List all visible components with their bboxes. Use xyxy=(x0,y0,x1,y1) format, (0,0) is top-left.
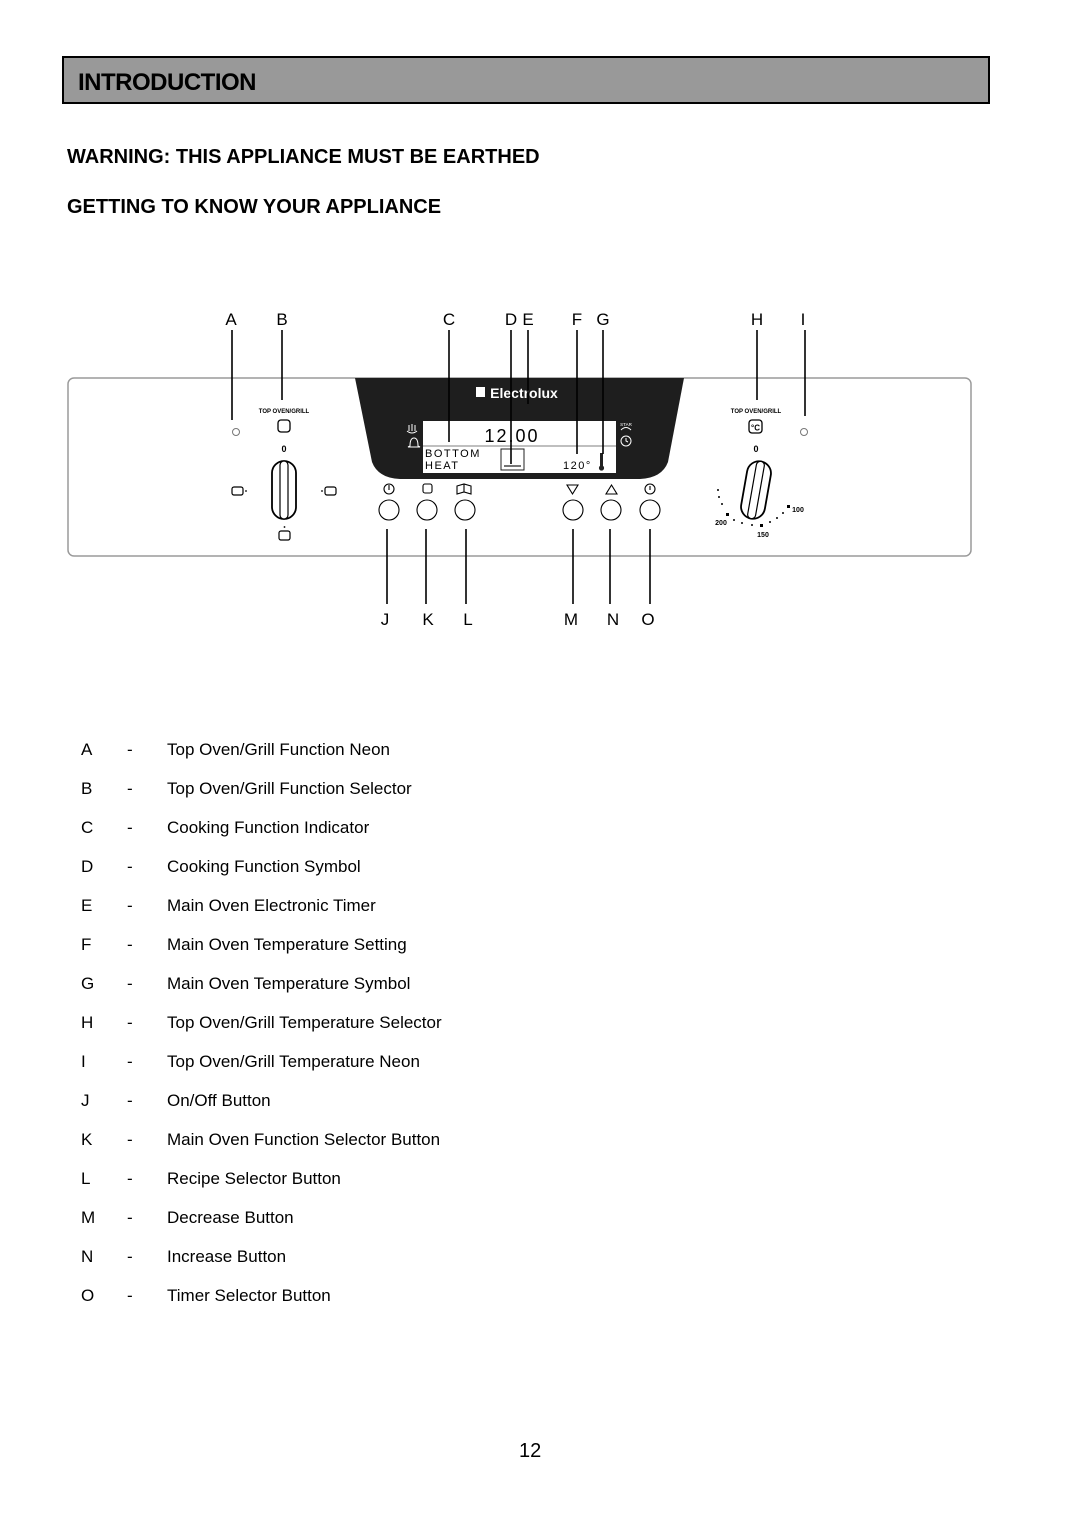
brand-mark-icon xyxy=(476,387,485,397)
function-selector-button[interactable] xyxy=(416,499,438,521)
temperature-celsius-icon xyxy=(748,419,763,434)
bottom-callout-lines xyxy=(386,529,651,604)
increase-icon xyxy=(605,483,618,495)
alarm-bell-icon xyxy=(407,437,421,448)
callout-letter-a: A xyxy=(225,310,237,329)
callout-letter-c: C xyxy=(443,310,455,329)
callout-letter-f: F xyxy=(572,310,582,329)
left-knob-title: TOP OVEN/GRILL xyxy=(259,409,310,415)
top-oven-function-icon xyxy=(277,419,291,433)
function-selector-icon xyxy=(422,483,433,494)
top-callout-lines xyxy=(231,330,806,464)
callout-letter-e: E xyxy=(522,310,533,329)
page-number: 12 xyxy=(519,1440,542,1462)
recipe-selector-button[interactable] xyxy=(454,499,476,521)
child-lock-icon xyxy=(406,424,418,434)
cooking-function-symbol-icon xyxy=(500,448,525,471)
display-function-line1: BOTTOM xyxy=(425,448,481,460)
control-panel-diagram: A B C D E F G H I Electrolux 12.00 BOTTO… xyxy=(67,310,972,629)
callout-letter-o: O xyxy=(641,610,654,629)
grill-full-icon xyxy=(231,486,247,496)
callout-letter-n: N xyxy=(607,610,619,629)
increase-button[interactable] xyxy=(600,499,622,521)
callout-letter-i: I xyxy=(801,310,806,329)
decrease-icon xyxy=(566,484,579,496)
right-knob-title: TOP OVEN/GRILL xyxy=(731,409,782,415)
dial-label-150: 150 xyxy=(757,532,769,539)
appliance-subheading: GETTING TO KNOW YOUR APPLIANCE xyxy=(67,196,442,218)
callout-letter-d: D xyxy=(505,310,517,329)
on-off-button[interactable] xyxy=(378,499,400,521)
right-knob-zero: 0 xyxy=(753,444,758,454)
earthing-warning: WARNING: THIS APPLIANCE MUST BE EARTHED xyxy=(67,146,540,168)
dial-label-100: 100 xyxy=(792,507,804,514)
thermometer-icon xyxy=(598,453,605,471)
timer-icon xyxy=(644,483,656,495)
section-header-bar: INTRODUCTION xyxy=(62,56,990,104)
top-oven-icon xyxy=(278,526,291,541)
display-function-line2: HEAT xyxy=(425,460,460,472)
callout-letter-g: G xyxy=(596,310,609,329)
top-callout-letters: A B C D E F G H I xyxy=(225,310,805,329)
bottom-callout-letters: J K L M N O xyxy=(381,610,655,629)
recipe-book-icon xyxy=(456,483,472,495)
timer-selector-button[interactable] xyxy=(639,499,661,521)
temperature-scale-dots xyxy=(717,489,790,527)
svg-text:STAR: STAR xyxy=(620,422,632,427)
callout-letter-m: M xyxy=(564,610,578,629)
left-knob-zero: 0 xyxy=(281,444,286,454)
timer-start-icon xyxy=(620,427,632,431)
section-title: INTRODUCTION xyxy=(78,69,256,96)
callout-letter-h: H xyxy=(751,310,763,329)
callout-letter-l: L xyxy=(463,610,472,629)
top-oven-temperature-neon xyxy=(800,428,808,436)
decrease-button[interactable] xyxy=(562,499,584,521)
display-temperature: 120° xyxy=(563,460,592,472)
on-off-icon xyxy=(383,483,395,495)
clock-icon xyxy=(620,435,632,447)
brand-logo: Electrolux xyxy=(490,385,558,401)
display-time: 12.00 xyxy=(484,426,539,446)
svg-text:°C: °C xyxy=(751,424,760,433)
callout-letter-j: J xyxy=(381,610,390,629)
grill-half-icon xyxy=(321,486,337,496)
top-oven-function-neon xyxy=(232,428,240,436)
callout-letter-k: K xyxy=(422,610,434,629)
callout-letter-b: B xyxy=(276,310,287,329)
dial-label-200: 200 xyxy=(715,520,727,527)
